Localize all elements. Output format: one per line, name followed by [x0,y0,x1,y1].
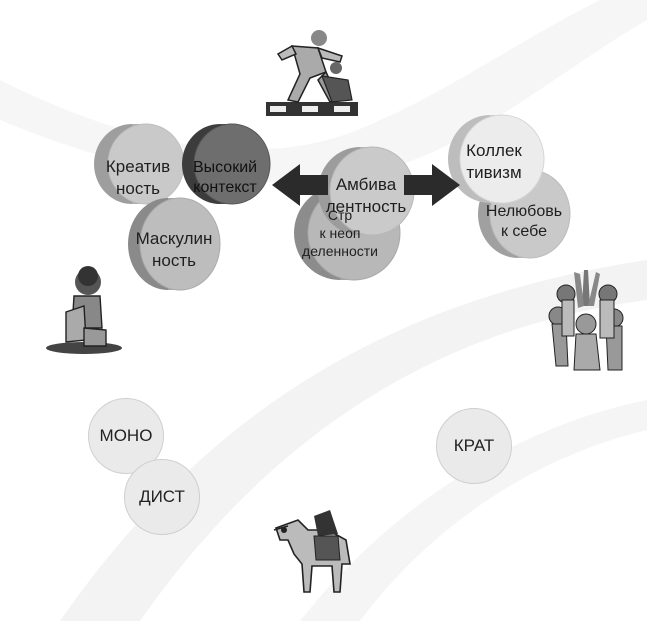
node-ambivalentnost [318,146,415,236]
node-vysokiy-kontekst [182,123,271,205]
double-arrow [272,164,460,206]
circle-krat: КРАТ [436,408,512,484]
camel-clipart [273,510,351,593]
circle-dist-label: ДИСТ [139,487,185,506]
node-kollektivizm [448,114,545,204]
circle-dist: ДИСТ [124,459,200,535]
people-group-clipart [548,270,624,371]
label-neopredelennost: Стр к неоп деленности [302,207,378,259]
label-nelyubov: Нелюбовь к себе [485,203,563,241]
sitting-child-clipart [46,266,122,354]
node-maskulinnost [128,197,221,291]
circle-mono-label: МОНО [99,426,153,445]
label-ambivalentnost: Амбива лентность [325,175,407,216]
label-kreativnost: Креатив ность [105,157,171,198]
label-maskulinnost: Маскулин ность [135,229,213,270]
label-vysokiy-kontekst: Высокий контекст [192,159,258,197]
node-kreativnost [94,123,185,205]
circle-krat-label: КРАТ [453,436,495,455]
label-kollektivizm: Коллек тивизм [466,141,522,182]
runners-clipart [266,30,358,116]
